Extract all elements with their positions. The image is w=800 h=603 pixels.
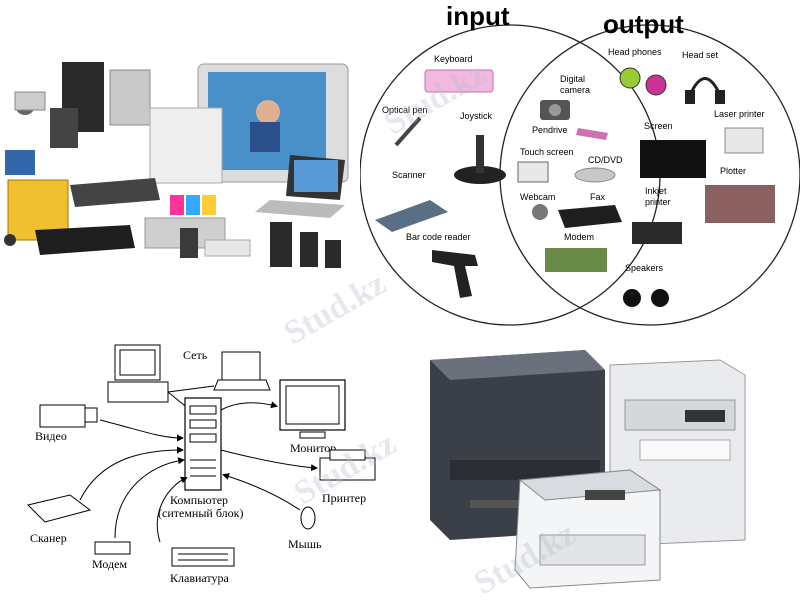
label-mouse: Мышь	[288, 537, 322, 551]
label-speakers: Speakers	[625, 263, 664, 273]
keyboard-device	[70, 178, 160, 207]
pendrive-icon	[576, 128, 608, 140]
label-sysunit: (ситемный блок)	[158, 506, 243, 520]
label-modem-ru: Модем	[92, 557, 127, 571]
collage-illustration	[4, 62, 349, 268]
keyboard-icon	[424, 69, 494, 93]
mouse-device	[300, 506, 316, 530]
fax-icon	[558, 205, 622, 228]
network-desktop-case	[107, 381, 169, 403]
label-keyboard-ru: Клавиатура	[170, 571, 230, 585]
hardware-collage	[0, 0, 360, 280]
input-output-venn: input output Keyboard Optical pen Joysti…	[360, 0, 800, 330]
label-keyboard: Keyboard	[434, 54, 473, 64]
printers-photo	[410, 340, 800, 594]
label-monitor: Монитор	[290, 441, 336, 455]
inkjet-printer-icon	[632, 222, 682, 244]
scanner-icon	[375, 200, 448, 232]
screen-icon	[640, 140, 706, 178]
label-scanner-ru: Сканер	[30, 531, 67, 545]
projector	[14, 91, 46, 111]
label-printer: Принтер	[322, 491, 366, 505]
webcam-icon	[532, 204, 548, 220]
label-pendrive: Pendrive	[532, 125, 568, 135]
printer-device-icon	[319, 457, 376, 481]
laser-printer-icon	[724, 127, 764, 154]
label-head-set: Head set	[682, 50, 719, 60]
plotter-icon	[705, 185, 775, 223]
label-touch-screen: Touch screen	[520, 147, 574, 157]
speakers-icon	[623, 289, 641, 307]
modem-icon	[545, 248, 607, 272]
router-device	[35, 225, 135, 255]
label-net: Сеть	[183, 348, 208, 362]
label-webcam: Webcam	[520, 192, 555, 202]
headphones-icon	[619, 67, 641, 89]
label-digital: Digital	[560, 74, 585, 84]
label-joystick: Joystick	[460, 111, 493, 121]
label-inkjet: Inkjet	[645, 186, 667, 196]
modem-device	[94, 541, 131, 555]
label-camera: camera	[560, 85, 590, 95]
video-camera	[39, 404, 86, 428]
barcode-reader-icon	[432, 250, 478, 298]
computer-periphery-diagram: Сеть Компьютер (ситемный блок) Монитор П…	[0, 310, 400, 594]
printer-device	[149, 107, 223, 184]
label-screen: Screen	[644, 121, 673, 131]
server-unit	[109, 69, 151, 126]
speaker	[270, 222, 292, 267]
backpack	[50, 108, 78, 148]
label-computer: Компьютер	[170, 493, 228, 507]
skydiver-figure	[256, 100, 280, 124]
label-inkjet-printer: printer	[645, 197, 671, 207]
optical-pen-icon	[394, 116, 422, 147]
label-laser-printer: Laser printer	[714, 109, 765, 119]
label-plotter: Plotter	[720, 166, 746, 176]
label-optical-pen: Optical pen	[382, 105, 428, 115]
label-head-phones: Head phones	[608, 47, 662, 57]
cd-dvd-icon	[574, 167, 616, 183]
input-title: input	[446, 1, 510, 31]
scanner-device	[27, 494, 92, 523]
label-cd-dvd: CD/DVD	[588, 155, 623, 165]
output-title: output	[603, 9, 684, 39]
label-fax: Fax	[590, 192, 606, 202]
joystick-icon	[454, 166, 506, 184]
label-barcode-reader: Bar code reader	[406, 232, 471, 242]
label-video: Видео	[35, 429, 67, 443]
system-unit	[184, 397, 222, 491]
touch-screen-icon	[517, 161, 549, 183]
label-scanner: Scanner	[392, 170, 426, 180]
keyboard-device-ru	[171, 547, 235, 567]
network-laptop	[221, 351, 261, 381]
label-modem: Modem	[564, 232, 594, 242]
